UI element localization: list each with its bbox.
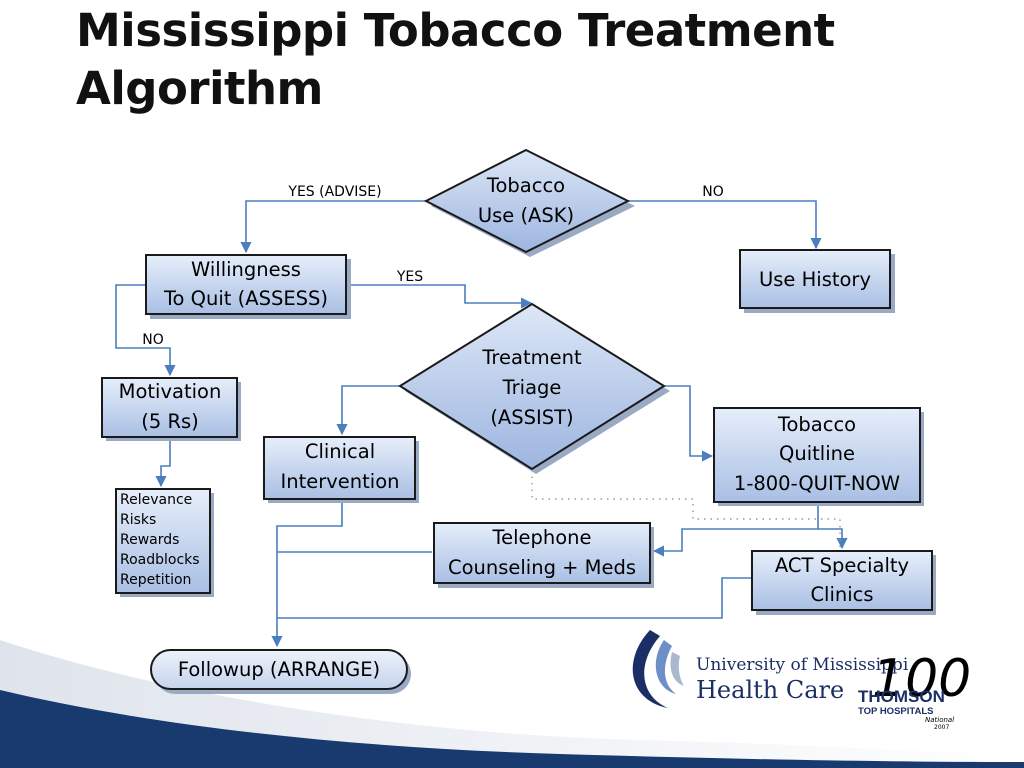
edge-label-yes-mid: YES — [396, 269, 423, 285]
logo-university-line2: Health Care — [696, 676, 844, 704]
node-label: Motivation — [119, 380, 222, 403]
node-label: Clinical — [305, 440, 375, 463]
edge-label-no-top: NO — [702, 184, 724, 200]
node-act-specialty-clinics: ACT Specialty Clinics — [751, 550, 936, 615]
node-label: Triage — [502, 376, 562, 399]
edge-label-yes-advise: YES (ADVISE) — [287, 184, 381, 200]
node-label: (ASSIST) — [490, 406, 573, 429]
logo-thomson-name: THOMSON — [858, 687, 945, 706]
node-label: Followup (ARRANGE) — [178, 658, 380, 681]
node-label: Use (ASK) — [478, 204, 574, 227]
title-line-2: Algorithm — [76, 62, 323, 115]
logo-thomson-national: National — [925, 716, 954, 724]
edge-quitline-to-telephone — [652, 502, 819, 557]
node-label: Willingness — [191, 258, 301, 281]
node-five-rs-list: Relevance Risks Rewards Roadblocks Repet… — [115, 488, 214, 597]
edge-triage-to-clinical — [336, 385, 400, 436]
list-item: Risks — [120, 512, 156, 528]
university-logo: University of Mississippi Health Care — [632, 630, 909, 708]
edge-ask-to-assess — [240, 200, 426, 254]
node-label: (5 Rs) — [141, 410, 199, 433]
node-label: ACT Specialty — [775, 554, 909, 577]
edge-motivation-to-5rs — [155, 437, 171, 488]
node-followup: Followup (ARRANGE) — [150, 649, 411, 694]
list-item: Roadblocks — [120, 552, 200, 568]
footer-band — [0, 640, 1024, 768]
slide-title: Mississippi Tobacco Treatment Algorithm — [76, 2, 976, 118]
connectors — [115, 200, 848, 648]
edge-act-to-followup — [277, 577, 752, 619]
edge-clinical-to-followup — [271, 499, 343, 648]
thomson-logo: 100 THOMSON TOP HOSPITALS National 2007 — [858, 649, 971, 731]
list-item: Rewards — [120, 532, 179, 548]
title-line-1: Mississippi Tobacco Treatment — [76, 4, 835, 57]
list-item: Repetition — [120, 572, 191, 588]
node-motivation: Motivation (5 Rs) — [101, 377, 241, 441]
node-tobacco-use: Tobacco Use (ASK) — [423, 148, 635, 257]
edge-assess-to-triage — [346, 284, 533, 309]
node-label: To Quit (ASSESS) — [163, 287, 328, 310]
node-label: Tobacco — [486, 174, 565, 197]
edge-ask-to-history — [626, 200, 822, 250]
node-use-history: Use History — [739, 249, 895, 313]
node-tobacco-quitline: Tobacco Quitline 1-800-QUIT-NOW — [713, 407, 924, 506]
node-clinical-intervention: Clinical Intervention — [263, 436, 419, 503]
logo-thomson-100: 100 — [872, 649, 971, 709]
node-label: 1-800-QUIT-NOW — [734, 472, 900, 495]
node-label: Quitline — [779, 442, 855, 465]
node-label: Use History — [759, 268, 871, 291]
logo-thomson-tag: TOP HOSPITALS — [858, 706, 934, 717]
node-label: Tobacco — [777, 413, 856, 436]
um-emblem-icon — [632, 630, 684, 708]
edge-quitline-to-act — [818, 528, 848, 550]
edge-assess-to-motivation — [115, 284, 176, 377]
logo-thomson-year: 2007 — [934, 724, 949, 731]
node-label: Clinics — [810, 583, 873, 606]
edge-triage-to-quitline — [664, 385, 714, 462]
node-treatment-triage: Treatment Triage (ASSIST) — [398, 302, 670, 474]
node-label: Telephone — [491, 526, 591, 549]
node-label: Intervention — [280, 470, 399, 493]
edge-label-no-left: NO — [142, 332, 164, 348]
logo-university-line1: University of Mississippi — [696, 655, 909, 675]
list-item: Relevance — [120, 492, 192, 508]
node-label: Counseling + Meds — [448, 556, 636, 579]
node-label: Treatment — [481, 346, 582, 369]
node-willingness: Willingness To Quit (ASSESS) — [145, 254, 351, 319]
node-telephone-counseling: Telephone Counseling + Meds — [433, 522, 654, 588]
